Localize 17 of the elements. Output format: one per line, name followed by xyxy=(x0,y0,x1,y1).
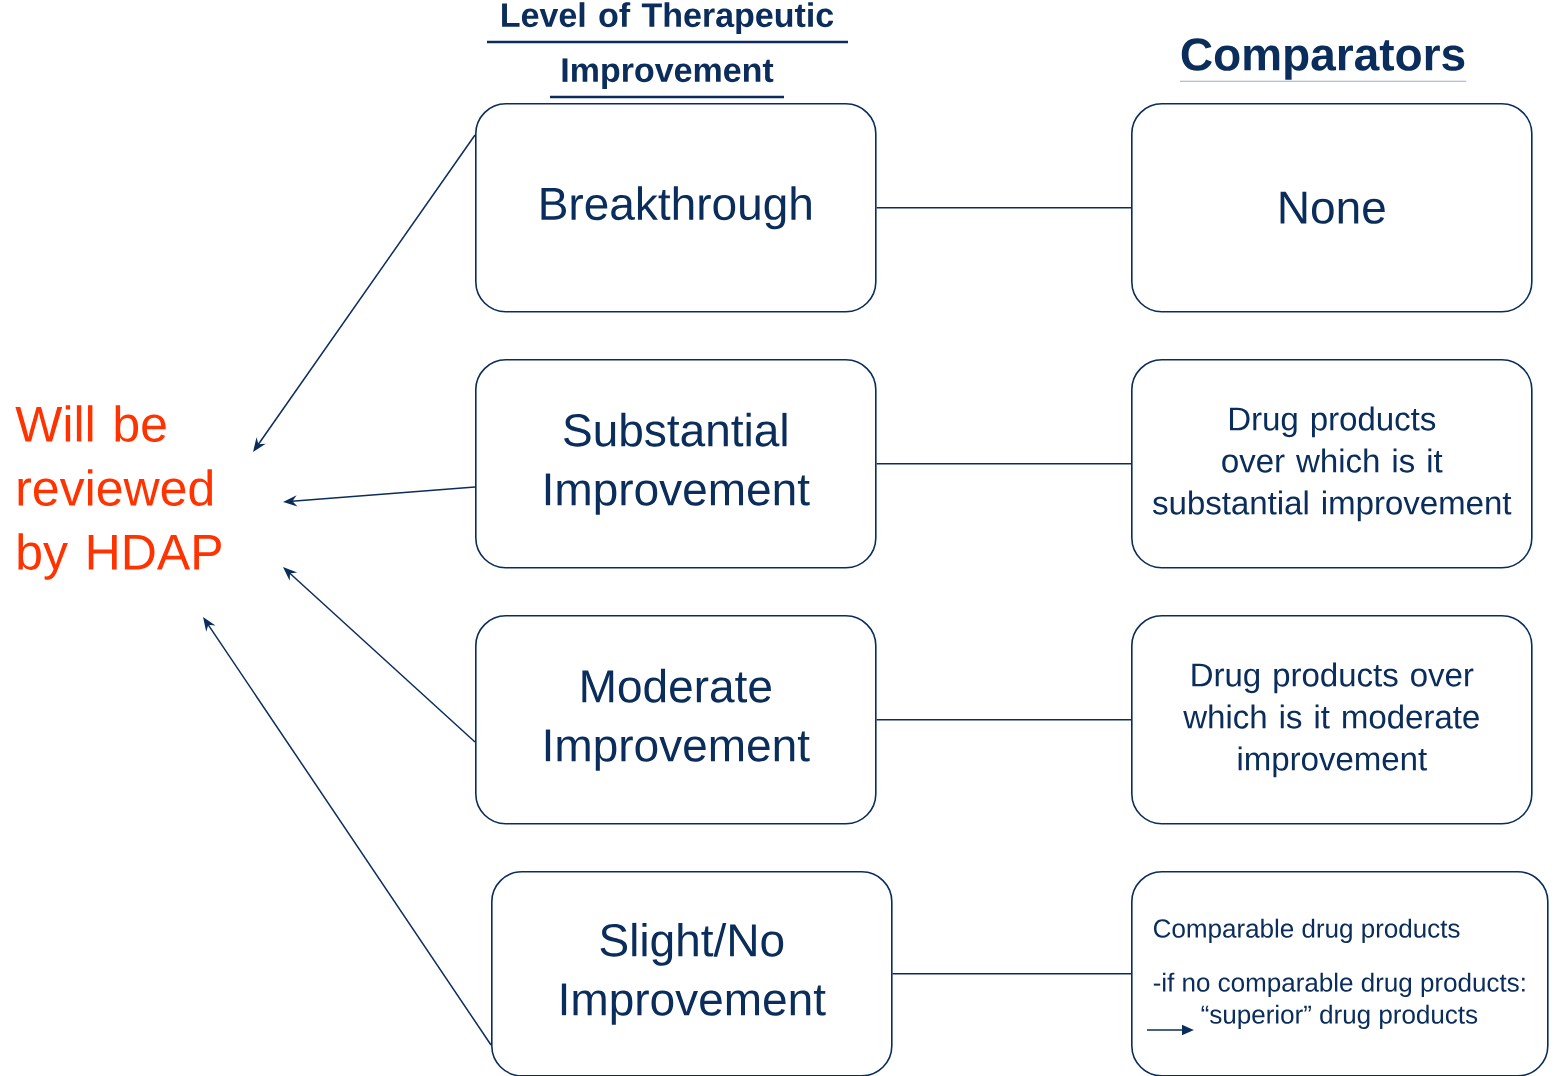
connector-line xyxy=(875,207,1132,209)
note-text: Will be reviewed by HDAP xyxy=(15,405,221,580)
rounded-box: Comparable drug products -if no comparable drug products: “superior” drug products xyxy=(1131,871,1549,1076)
rounded-box: Substantial Improvement xyxy=(475,359,877,569)
rounded-box: Slight/No Improvement xyxy=(491,871,893,1076)
rounded-box: None xyxy=(1131,103,1533,313)
connector-line xyxy=(891,973,1132,975)
arrow xyxy=(203,617,492,1046)
connector-line xyxy=(875,719,1132,721)
connector-line xyxy=(875,463,1132,465)
arrow xyxy=(283,567,476,743)
rounded-box: Drug products over which is it moderate improvement xyxy=(1131,615,1533,825)
heading: Level of Therapeutic Improvement xyxy=(487,2,848,99)
rounded-box: Drug products over which is it substantial improvement xyxy=(1131,359,1533,569)
rounded-box: Moderate Improvement xyxy=(475,615,877,825)
rounded-box: Breakthrough xyxy=(475,103,877,313)
arrow xyxy=(253,134,476,452)
